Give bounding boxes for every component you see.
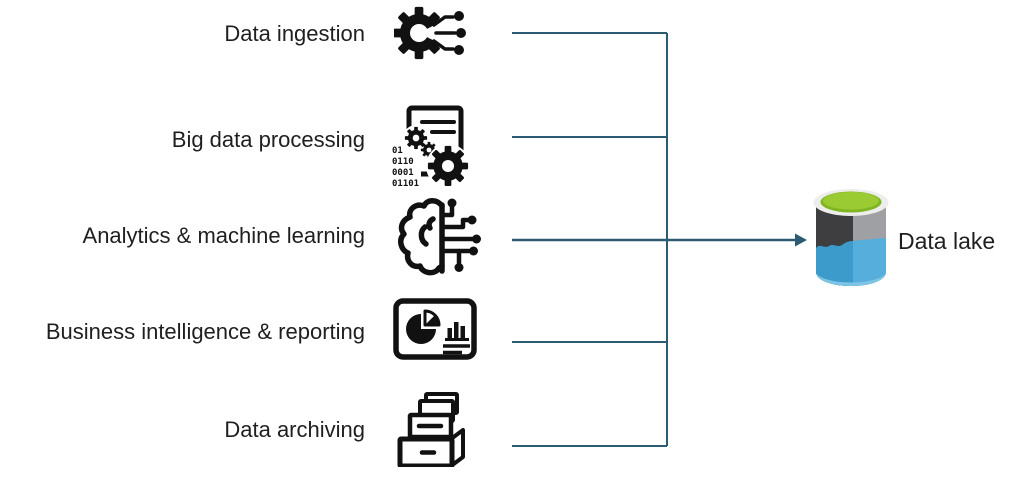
label-bi-reporting: Business intelligence & reporting bbox=[45, 319, 365, 344]
bar-chart bbox=[443, 322, 470, 355]
big-data-processing-icon: 01 0110 0001 01101 bbox=[391, 105, 470, 186]
svg-text:01101: 01101 bbox=[392, 179, 419, 186]
data-ingestion-icon bbox=[394, 6, 466, 60]
business-intelligence-reporting-icon bbox=[393, 298, 477, 360]
label-data-ingestion: Data ingestion bbox=[224, 21, 365, 46]
label-analytics-ml: Analytics & machine learning bbox=[82, 223, 365, 248]
branch-lines bbox=[512, 32, 668, 447]
label-big-data-processing: Big data processing bbox=[171, 127, 365, 152]
label-data-archiving: Data archiving bbox=[224, 417, 365, 442]
data-lake-cylinder-icon bbox=[813, 189, 889, 286]
svg-text:01: 01 bbox=[392, 146, 403, 156]
arrow-head bbox=[795, 233, 807, 247]
data-archiving-icon bbox=[397, 392, 465, 467]
analytics-machine-learning-icon bbox=[398, 198, 481, 276]
svg-text:0110: 0110 bbox=[392, 157, 414, 167]
pie-chart bbox=[406, 314, 436, 344]
svg-text:0001: 0001 bbox=[392, 168, 414, 178]
label-data-lake: Data lake bbox=[898, 228, 996, 254]
binary-text: 01 0110 0001 01101 bbox=[392, 146, 419, 186]
